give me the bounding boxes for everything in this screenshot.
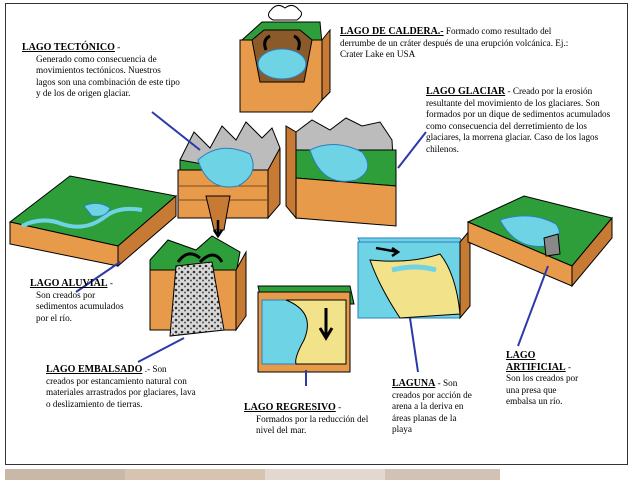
down-arrow-icon — [212, 220, 224, 239]
caption-regresivo-title: LAGO REGRESIVO — [244, 402, 336, 413]
caption-caldera-body: Formado como resultado del derrumbe de u… — [340, 26, 569, 60]
pointer-lines — [75, 111, 549, 386]
caption-artificial-body: Son los creados por una presa que embals… — [506, 373, 579, 407]
caption-tectonico-body: Generado como consecuencia de movimiento… — [36, 53, 180, 99]
caption-artificial-title: LAGO ARTIFICIAL — [506, 350, 566, 373]
caption-aluvial-title: LAGO ALUVIAL — [30, 278, 108, 289]
eruption-cloud-icon — [267, 4, 303, 21]
dam-icon — [543, 233, 561, 257]
caption-laguna-title: LAGUNA — [392, 378, 436, 389]
laguna-block — [357, 228, 471, 320]
caption-aluvial-body: Son creados por sedimentos acumulados po… — [36, 289, 124, 323]
caption-aluvial-dash: - — [109, 278, 113, 288]
regresivo-block — [257, 285, 355, 373]
aluvial-block — [8, 175, 178, 268]
caption-tectonico-dash: - — [117, 42, 121, 52]
tectonico-block — [177, 121, 281, 239]
caption-regresivo: LAGO REGRESIVO - Formados por la reducci… — [244, 402, 384, 437]
caption-aluvial: LAGO ALUVIAL - Son creados por sedimento… — [30, 278, 134, 324]
caption-laguna-body: - Son creados por acción de arena a la d… — [392, 378, 472, 435]
glaciar-block — [285, 117, 397, 227]
artificial-block — [466, 195, 613, 288]
caption-tectonico-title: LAGO TECTÓNICO — [22, 42, 115, 53]
caption-regresivo-dash: - — [338, 402, 342, 412]
flow-arrow-icon — [176, 252, 201, 263]
caption-glaciar-title: LAGO GLACIAR — [426, 86, 506, 97]
caption-laguna: LAGUNA - Son creados por acción de arena… — [392, 378, 478, 436]
down-arrow-icon — [318, 308, 334, 341]
caption-embalsado-body: .- Son creados por estancamiento natural… — [46, 364, 196, 409]
drift-arrow-icon — [375, 246, 401, 258]
caption-embalsado-title: LAGO EMBALSADO — [46, 364, 143, 375]
collapse-arrows-icon — [263, 34, 301, 51]
embalsado-block — [149, 235, 247, 337]
diagram-frame — [5, 3, 628, 465]
caldera-block — [239, 4, 331, 113]
caption-glaciar: LAGO GLACIAR - Creado por la erosión res… — [426, 86, 616, 156]
bottom-decorative-strip — [5, 467, 500, 480]
caption-caldera: LAGO DE CALDERA.- Formado como resultado… — [340, 26, 580, 61]
caption-embalsado: LAGO EMBALSADO .- Son creados por estanc… — [46, 364, 196, 410]
caption-regresivo-body: Formados por la reducción del nivel del … — [256, 413, 369, 436]
caption-artificial-dash: - — [567, 361, 572, 372]
caption-glaciar-body: - Creado por la erosión resultante del m… — [426, 86, 611, 154]
caption-artificial: LAGO ARTIFICIAL - Son los creados por un… — [506, 350, 580, 408]
caption-tectonico: LAGO TECTÓNICO - Generado como consecuen… — [22, 42, 180, 100]
caption-caldera-title: LAGO DE CALDERA.- — [340, 26, 444, 37]
